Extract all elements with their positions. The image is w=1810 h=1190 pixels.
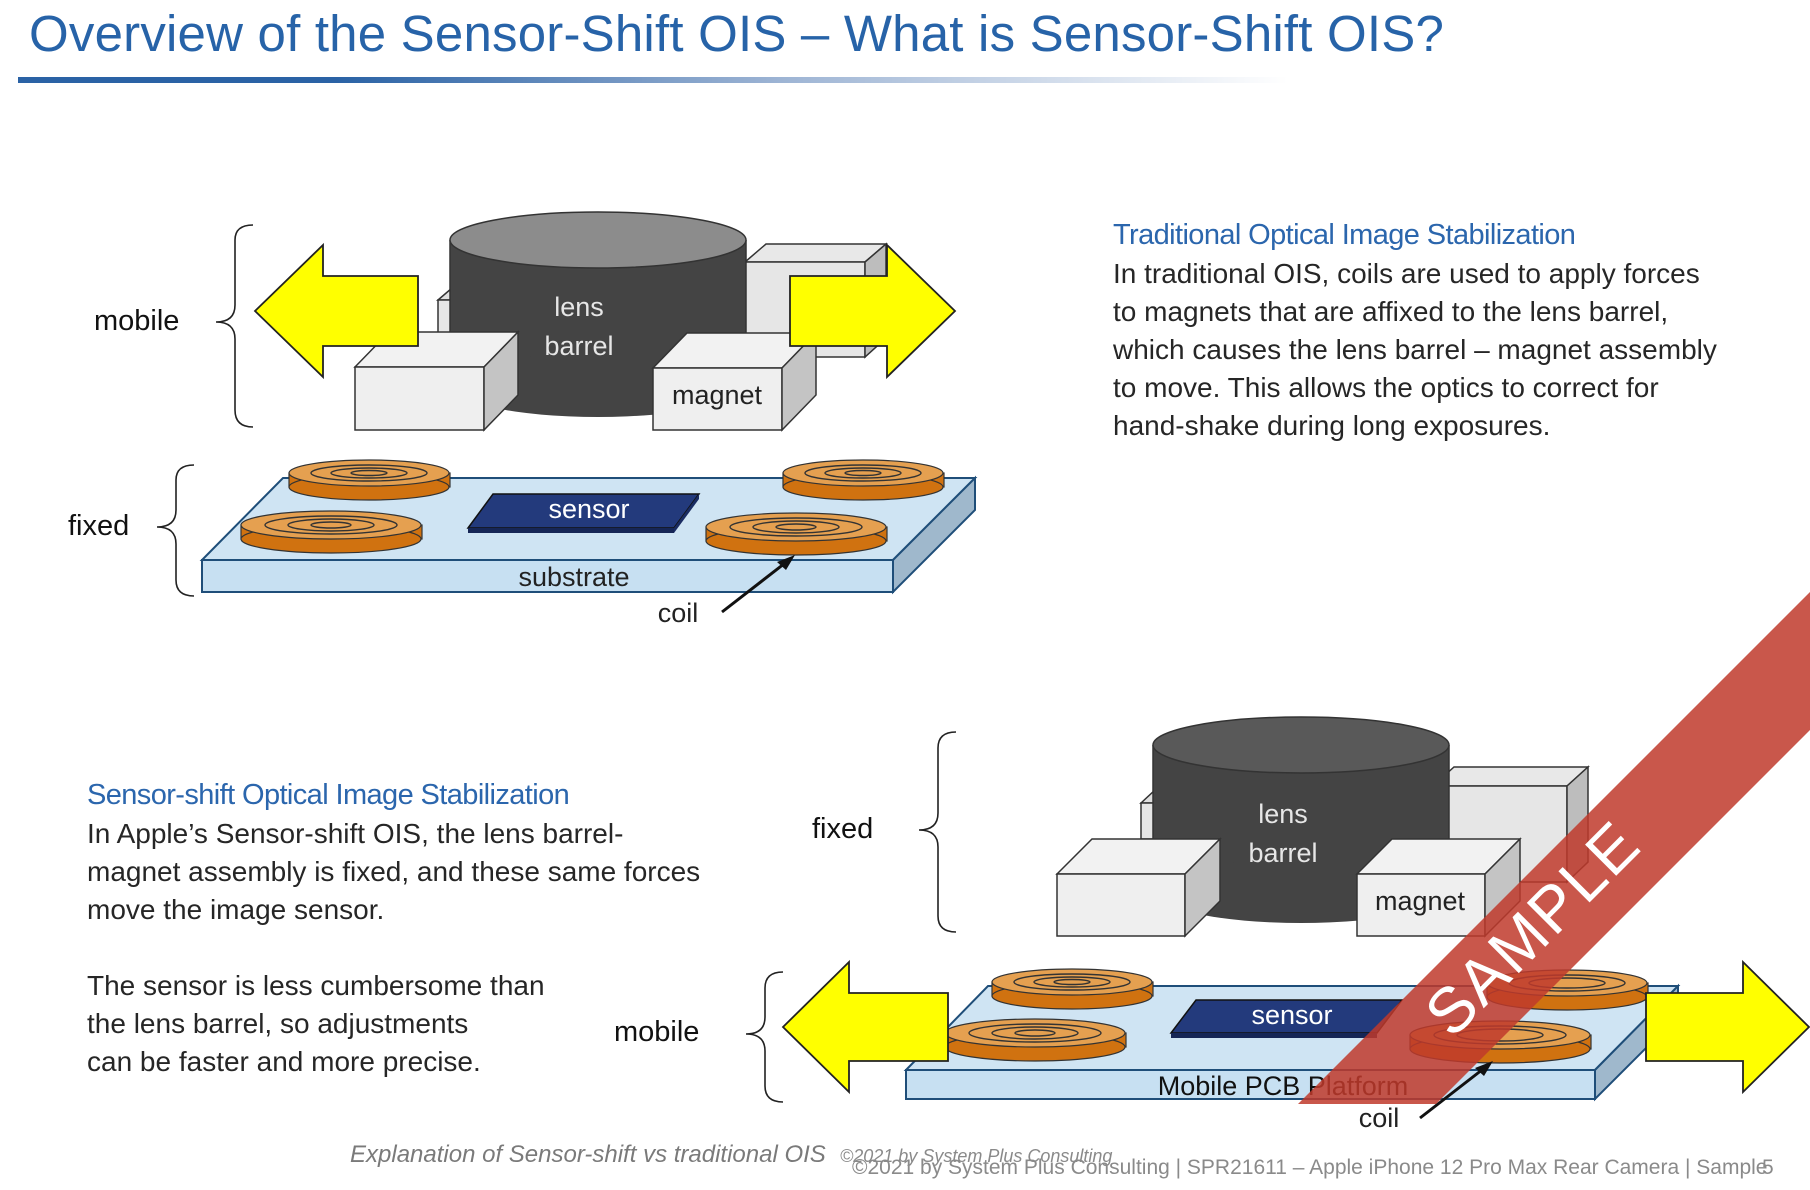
bottom-left-arrow: [781, 959, 949, 1095]
bottom-mobile-label: mobile: [614, 1016, 700, 1048]
bottom-right-arrow: [1645, 959, 1810, 1095]
top-sensor: [466, 493, 701, 533]
top-mobile-label: mobile: [94, 305, 180, 337]
bottom-fixed-brace: [918, 731, 957, 933]
top-mobile-brace: [215, 224, 254, 428]
sensor-shift-body-1: In Apple’s Sensor-shift OIS, the lens ba…: [87, 818, 701, 925]
footer-text: ©2021 by System Plus Consulting | SPR216…: [852, 1156, 1768, 1179]
bottom-diagram: sensor Mobile PCB Platform coil lens bar…: [745, 716, 1810, 1133]
top-substrate-label: substrate: [518, 562, 629, 592]
top-left-arrow: [253, 242, 419, 380]
top-coil-pointer: [721, 558, 790, 614]
top-magnet-label: magnet: [672, 380, 763, 410]
top-fixed-label: fixed: [68, 510, 130, 542]
bottom-coil-pointer: [1419, 1064, 1488, 1120]
footer-small-copyright: ©2021 by System Plus Consulting: [840, 1146, 1113, 1166]
bottom-magnet-front-left: [1055, 837, 1222, 938]
bottom-coil-front-left: [944, 1018, 1127, 1062]
bottom-mobile-brace: [745, 971, 784, 1103]
top-coil-front-left: [240, 510, 423, 554]
top-right-arrow: [789, 242, 957, 380]
footer-caption: Explanation of Sensor-shift vs tradition…: [350, 1141, 826, 1168]
sensor-shift-body-2: The sensor is less cumbersome than the l…: [87, 970, 545, 1077]
page-title: Overview of the Sensor-Shift OIS – What …: [29, 5, 1445, 62]
top-lens-barrel: [449, 211, 747, 417]
top-lens-text-2: barrel: [544, 331, 613, 361]
top-lens-text-1: lens: [554, 292, 604, 322]
top-magnet-front-right: [651, 331, 818, 432]
bottom-coil-label: coil: [1359, 1103, 1400, 1133]
sensor-shift-heading: Sensor-shift Optical Image Stabilization: [87, 779, 570, 811]
page-number: 5: [1762, 1156, 1774, 1179]
top-sensor-label: sensor: [548, 494, 629, 524]
bottom-coil-back-left: [991, 968, 1154, 1010]
traditional-body: In traditional OIS, coils are used to ap…: [1113, 258, 1717, 441]
top-coil-front-right: [705, 512, 888, 556]
bottom-sensor-label: sensor: [1251, 1000, 1332, 1030]
top-coil-back-right: [782, 459, 945, 501]
top-diagram: sensor substrate coil lens barrel: [156, 211, 978, 628]
title-underline: [18, 77, 1288, 83]
top-coil-label: coil: [658, 598, 699, 628]
bottom-lens-text-2: barrel: [1248, 838, 1317, 868]
top-coil-back-left: [288, 459, 451, 501]
bottom-magnet-label: magnet: [1375, 886, 1466, 916]
top-fixed-brace: [156, 464, 195, 597]
traditional-heading: Traditional Optical Image Stabilization: [1113, 219, 1576, 251]
bottom-lens-text-1: lens: [1258, 799, 1308, 829]
bottom-fixed-label: fixed: [812, 813, 874, 845]
